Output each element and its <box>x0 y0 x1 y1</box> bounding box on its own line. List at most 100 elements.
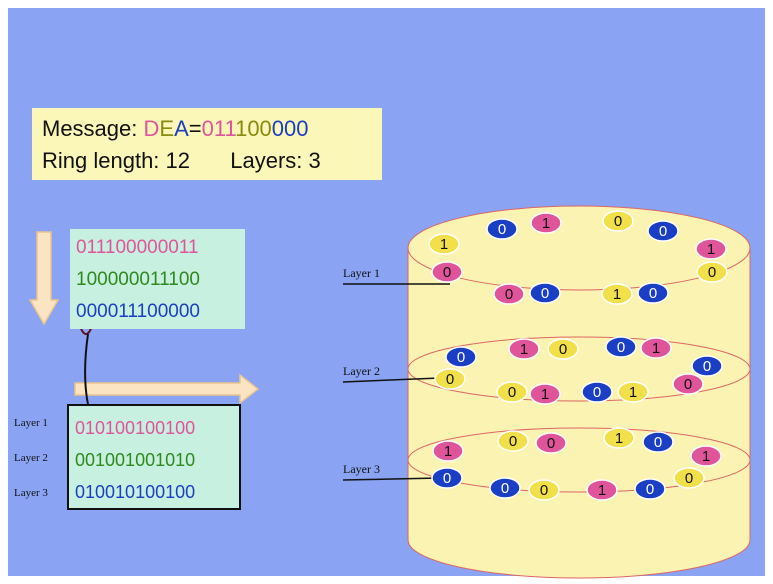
layer-3-pointer-line <box>342 477 441 481</box>
layer3-token-3 <box>603 427 635 449</box>
message-bits-d: 011 <box>201 116 236 141</box>
layer1-token-7-value: 0 <box>443 264 451 281</box>
layer3-token-5-value: 1 <box>444 443 452 460</box>
layer1-token-11 <box>601 283 633 305</box>
layer2-token-2-value: 0 <box>559 341 567 358</box>
layer-2-pointer-line <box>342 377 441 383</box>
message-prefix: Message: <box>42 116 144 141</box>
layer-3-side-label: Layer 3 <box>14 487 48 499</box>
layer2-token-8-value: 0 <box>684 376 692 393</box>
layer3-token-11-value: 1 <box>598 482 606 499</box>
layer1-token-2 <box>530 212 562 234</box>
layer3-token-6-value: 1 <box>702 448 710 465</box>
layer-1-side-label: Layer 1 <box>14 417 48 429</box>
cylinder-label-layer-1: Layer 1 <box>343 266 380 280</box>
ring-row-2: 100000011100 <box>76 269 200 291</box>
layer1-token-8 <box>696 261 728 283</box>
layer2-token-12 <box>617 381 649 403</box>
ring-row-2-part-a: 100000011 <box>76 269 169 290</box>
layer3-token-6 <box>690 445 722 467</box>
layer2-token-4-value: 1 <box>652 340 660 357</box>
layer2-token-5 <box>445 346 477 368</box>
layer2-token-11 <box>581 381 613 403</box>
ring-row-3-part-a: 000011 <box>76 301 137 322</box>
layer1-token-12-value: 0 <box>649 285 657 302</box>
layer1-token-4 <box>647 220 679 242</box>
layer3-token-4-value: 0 <box>654 434 662 451</box>
layer2-token-9 <box>496 381 528 403</box>
layer1-token-9 <box>493 283 525 305</box>
layer3-token-10 <box>528 479 560 501</box>
layer3-token-12-value: 0 <box>646 481 654 498</box>
layer3-token-10-value: 0 <box>540 482 548 499</box>
layer2-token-11-value: 0 <box>593 384 601 401</box>
layer1-token-9-value: 0 <box>505 286 513 303</box>
layer2-token-1-value: 1 <box>520 341 528 358</box>
layer2-token-4 <box>640 337 672 359</box>
cylinder-label-layer-3: Layer 3 <box>343 462 380 476</box>
layer2-token-3 <box>605 336 637 358</box>
layer-2-bits: 001001001010 <box>75 450 196 470</box>
ring-info-line: Ring length: 12 Layers: 3 <box>42 148 321 174</box>
layer3-token-2 <box>535 432 567 454</box>
layer3-token-5 <box>432 440 464 462</box>
layer1-token-5-value: 1 <box>440 236 448 253</box>
ring-length-text: Ring length: 12 <box>42 148 190 173</box>
layer3-token-9 <box>489 477 521 499</box>
layer2-token-10 <box>529 383 561 405</box>
layer3-token-7 <box>431 467 463 489</box>
layer1-token-5 <box>428 233 460 255</box>
layer2-token-7 <box>434 368 466 390</box>
layer2-token-5-value: 0 <box>457 349 465 366</box>
cylinder-body <box>407 247 751 579</box>
layer1-token-12 <box>637 282 669 304</box>
layer1-token-4-value: 0 <box>659 223 667 240</box>
layer3-token-12 <box>634 478 666 500</box>
ring-row-3-part-b: 100000 <box>136 301 200 322</box>
layer1-token-6-value: 1 <box>707 241 715 258</box>
layer2-token-12-value: 1 <box>629 384 637 401</box>
layer2-token-6-value: 0 <box>703 358 711 375</box>
layer1-token-10-value: 0 <box>541 285 549 302</box>
layer1-token-6 <box>695 238 727 260</box>
layer1-token-3 <box>602 210 634 232</box>
layer3-token-8-value: 0 <box>685 470 693 487</box>
layer2-token-9-value: 0 <box>508 384 516 401</box>
layer3-token-8 <box>673 467 705 489</box>
message-letter-a: A <box>174 116 189 141</box>
message-box: Message: DEA=011100000 Ring length: 12 L… <box>32 108 382 180</box>
message-letter-d: D <box>143 116 160 141</box>
layer2-token-7-value: 0 <box>446 371 454 388</box>
cylinder-ring-2 <box>407 336 751 402</box>
layer-2-side-label: Layer 2 <box>14 452 48 464</box>
ring-row-1: 011100000011 <box>76 237 199 259</box>
message-bits-e: 100 <box>235 116 272 141</box>
layer3-token-3-value: 1 <box>615 430 623 447</box>
ring-rows-box: 011100000011 100000011100 000011100000 <box>70 229 245 329</box>
layer1-token-10 <box>529 282 561 304</box>
cylinder-label-layer-2: Layer 2 <box>343 364 380 378</box>
layer2-token-2 <box>547 338 579 360</box>
layers-count-text: Layers: 3 <box>230 148 321 173</box>
message-letter-e: E <box>159 116 175 141</box>
message-line: Message: DEA=011100000 <box>42 116 309 142</box>
layer-1-bits: 010100100100 <box>75 418 196 438</box>
layer1-token-2-value: 1 <box>542 215 550 232</box>
layer2-token-10-value: 1 <box>541 386 549 403</box>
layer1-token-7 <box>431 261 463 283</box>
message-bits-a: 000 <box>271 116 309 141</box>
right-arrow-icon <box>74 373 260 405</box>
layer1-token-1-value: 0 <box>498 221 506 238</box>
layer2-token-1 <box>508 338 540 360</box>
layer1-token-1 <box>486 218 518 240</box>
cylinder-ring-3 <box>407 427 751 493</box>
message-equals: = <box>188 116 202 141</box>
layer3-token-7-value: 0 <box>443 470 451 487</box>
layer3-token-4 <box>642 431 674 453</box>
ring-row-1-part-a: 011 <box>76 237 105 258</box>
layer1-token-8-value: 0 <box>708 264 716 281</box>
layer-3-bits: 010010100100 <box>75 482 196 502</box>
